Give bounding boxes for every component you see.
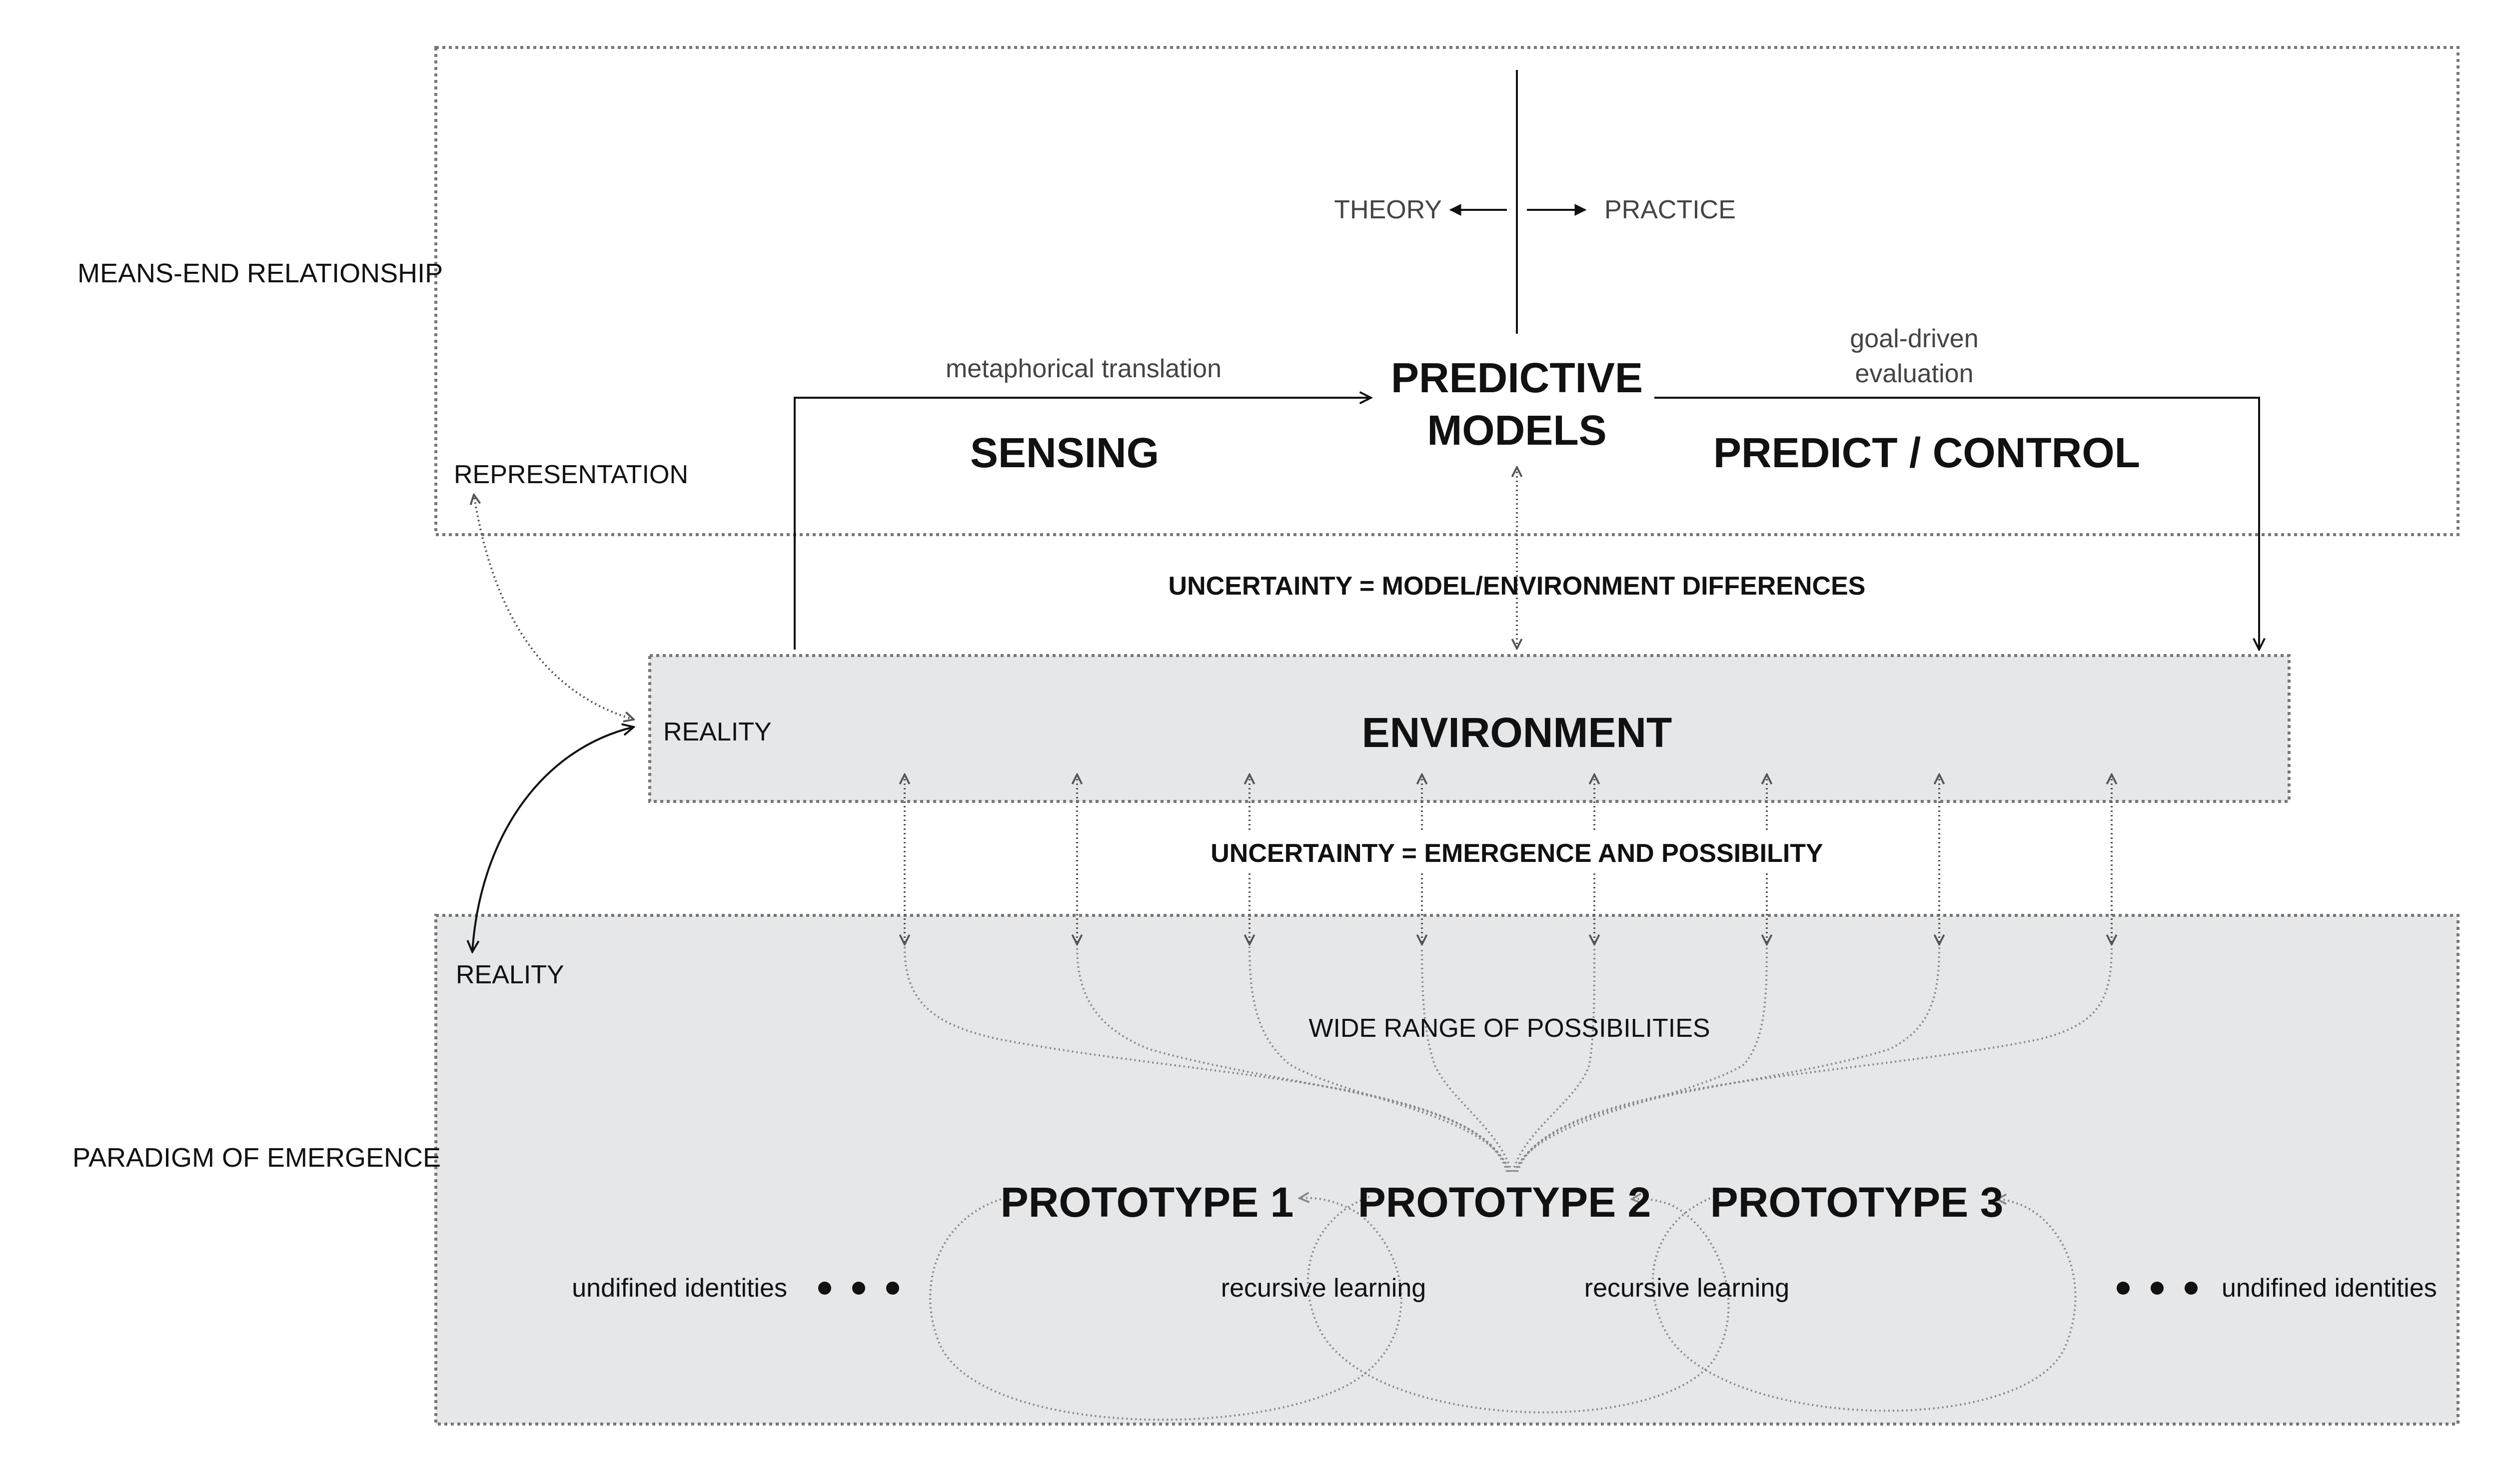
wide-range-label: WIDE RANGE OF POSSIBILITIES (1308, 1014, 1710, 1043)
ellipsis-left-icon (818, 1282, 899, 1295)
environment-box (648, 654, 2291, 803)
representation-reality-link (474, 495, 634, 720)
uncertainty-emergence-backdrop (1230, 832, 1804, 872)
emergence-box (434, 914, 2460, 1426)
reality-reality-link (472, 727, 634, 952)
prototype-1-label: PROTOTYPE 1 (1001, 1179, 1294, 1226)
sensing-label: SENSING (970, 429, 1159, 476)
prototype-2-label: PROTOTYPE 2 (1358, 1179, 1651, 1226)
uncertainty-emergence-label: UNCERTAINTY = EMERGENCE AND POSSIBILITY (1211, 839, 1823, 868)
environment-reality-label: REALITY (663, 718, 772, 746)
possibility-curve-4 (1421, 946, 1512, 1172)
emergence-arrows (905, 774, 2112, 944)
goal-driven-label: goal-driven (1850, 324, 1978, 353)
sensing-arrow (794, 398, 1371, 650)
recursive-loop-2 (1306, 1197, 1730, 1414)
predict-control-arrow (1654, 397, 2259, 650)
predictive-models-title: PREDICTIVE (1391, 354, 1643, 401)
metaphorical-translation-label: metaphorical translation (946, 354, 1222, 383)
uncertainty-model-label: UNCERTAINTY = MODEL/ENVIRONMENT DIFFEREN… (1169, 572, 1866, 601)
prototype-3-label: PROTOTYPE 3 (1710, 1179, 2004, 1226)
representation-label: REPRESENTATION (454, 460, 688, 489)
theory-label: THEORY (1334, 195, 1442, 224)
possibility-curve-2 (1076, 946, 1509, 1172)
predictive-models-title-line2: MODELS (1427, 407, 1606, 454)
predict-control-label: PREDICT / CONTROL (1713, 429, 2140, 476)
undefined-identities-right: undifined identities (2222, 1274, 2437, 1303)
practice-label: PRACTICE (1604, 195, 1736, 224)
possibility-fan (904, 946, 2113, 1172)
goal-driven-label-line2: evaluation (1855, 359, 1973, 388)
ellipsis-right-icon (2117, 1282, 2198, 1295)
undefined-identities-left: undifined identities (572, 1274, 787, 1303)
emergence-reality-label: REALITY (456, 960, 564, 989)
possibility-curve-1 (904, 946, 1508, 1172)
possibility-curve-6 (1513, 946, 1768, 1172)
means-end-box (434, 46, 2460, 536)
recursive-loop-1 (929, 1197, 1402, 1421)
section-label-means-end: MEANS-END RELATIONSHIP (77, 258, 443, 288)
recursive-learning-right: recursive learning (1584, 1274, 1789, 1303)
possibility-curve-5 (1512, 946, 1595, 1172)
recursive-learning-left: recursive learning (1221, 1274, 1426, 1303)
environment-title: ENVIRONMENT (1362, 709, 1672, 756)
recursive-loops (929, 1197, 2077, 1421)
section-label-emergence: PARADIGM OF EMERGENCE (72, 1143, 441, 1173)
